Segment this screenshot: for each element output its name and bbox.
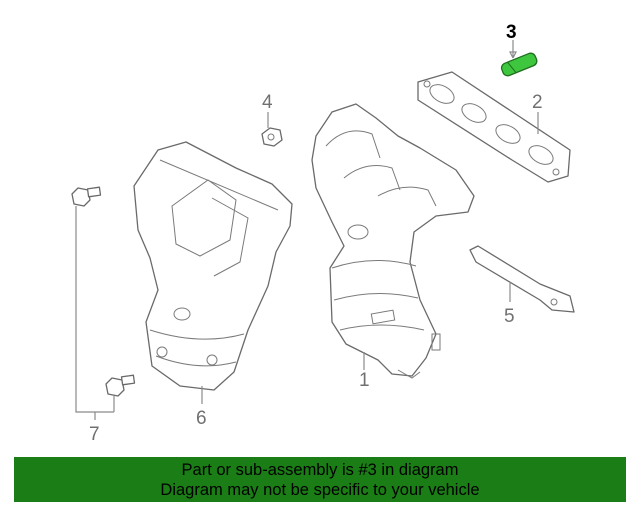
banner-line-disclaimer: Diagram may not be specific to your vehi… xyxy=(160,481,480,499)
part-7-bolt-upper[interactable] xyxy=(71,186,102,207)
callout-7: 7 xyxy=(89,424,100,445)
banner-line-part-number: Part or sub-assembly is #3 in diagram xyxy=(181,461,459,479)
callout-6: 6 xyxy=(196,408,207,429)
part-5-bracket[interactable] xyxy=(469,245,575,313)
info-banner: Part or sub-assembly is #3 in diagram Di… xyxy=(14,457,626,502)
callout-3: 3 xyxy=(506,22,517,43)
exhaust-manifold-diagram: 1 2 3 4 5 6 7 xyxy=(71,22,575,445)
callout-2: 2 xyxy=(532,92,543,113)
part-1-exhaust-manifold[interactable] xyxy=(311,103,475,379)
part-7-bolt-lower[interactable] xyxy=(105,374,136,397)
callout-1: 1 xyxy=(359,370,370,391)
callout-5: 5 xyxy=(504,306,515,327)
part-6-heat-shield[interactable] xyxy=(133,141,293,391)
leader-lines xyxy=(75,40,539,420)
callout-4: 4 xyxy=(262,92,273,113)
part-3-stud[interactable] xyxy=(500,52,538,78)
part-4-nut[interactable] xyxy=(261,127,283,147)
part-2-gasket[interactable] xyxy=(417,71,571,183)
